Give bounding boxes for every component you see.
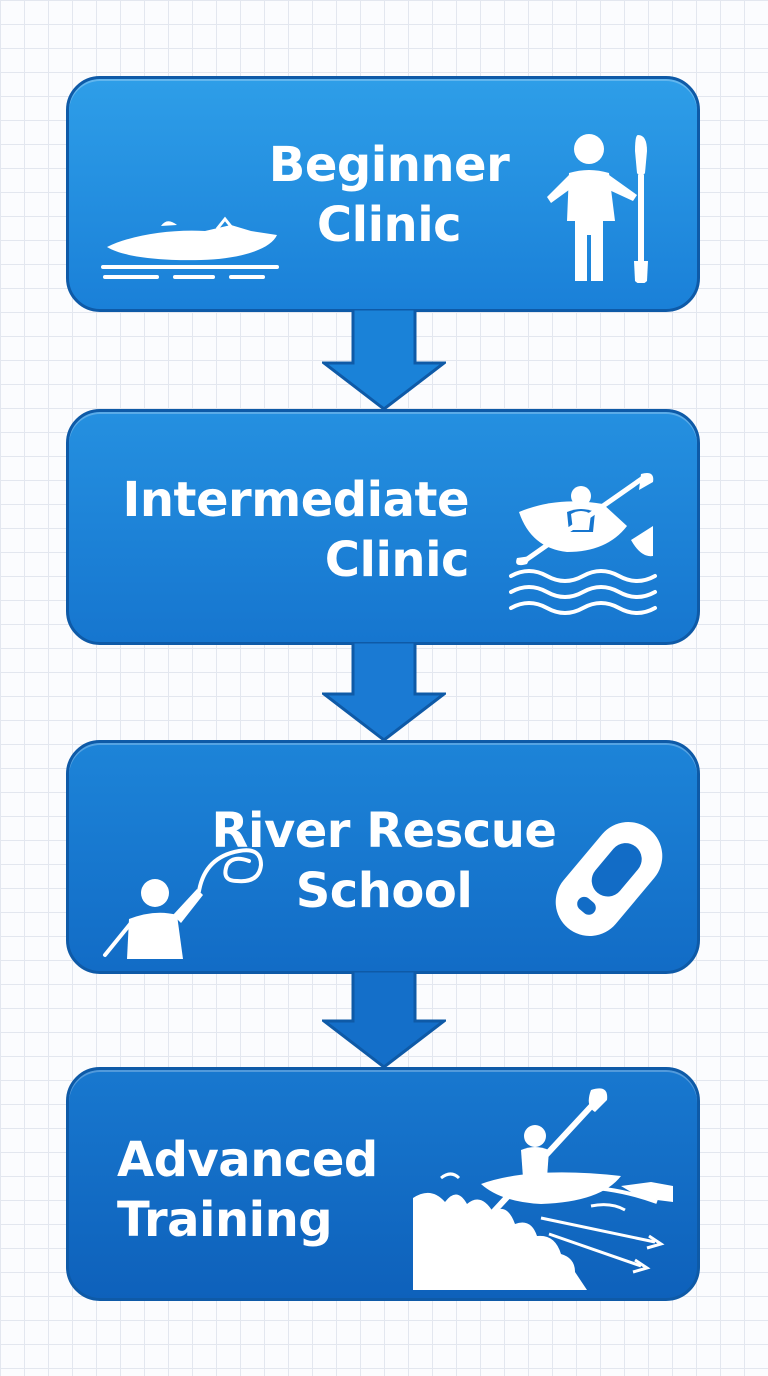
stage-label-line: Clinic <box>324 532 470 588</box>
stage-intermediate-clinic: Intermediate Clinic <box>66 409 700 645</box>
person-with-paddle-icon <box>547 134 648 283</box>
down-arrow-icon <box>322 971 446 1069</box>
stage-label-line: Clinic <box>316 197 462 253</box>
stage-label-line: Intermediate <box>122 472 470 528</box>
stage-advanced-training: Advanced Training <box>66 1067 700 1301</box>
stage-label: River Rescue School <box>199 801 569 921</box>
whitewater-kayaker-icon <box>413 1088 673 1290</box>
stage-label-line: Training <box>117 1192 333 1248</box>
stage-label: Advanced Training <box>117 1130 447 1250</box>
stage-river-rescue-school: River Rescue School <box>66 740 700 974</box>
stage-label-line: River Rescue <box>211 803 557 859</box>
down-arrow-icon <box>322 309 446 411</box>
stage-label-line: Beginner <box>268 137 510 193</box>
rescue-board-icon <box>555 822 663 936</box>
rope-throw-rescuer-icon <box>103 848 264 959</box>
stage-label: Intermediate Clinic <box>99 470 470 590</box>
stage-beginner-clinic: Beginner Clinic <box>66 76 700 312</box>
kayaker-on-waves-icon <box>509 473 657 615</box>
stage-label-line: Advanced <box>117 1132 378 1188</box>
stage-label: Beginner Clinic <box>249 135 529 255</box>
down-arrow-icon <box>322 642 446 742</box>
stage-label-line: School <box>295 863 473 919</box>
kayak-icon <box>101 216 279 279</box>
